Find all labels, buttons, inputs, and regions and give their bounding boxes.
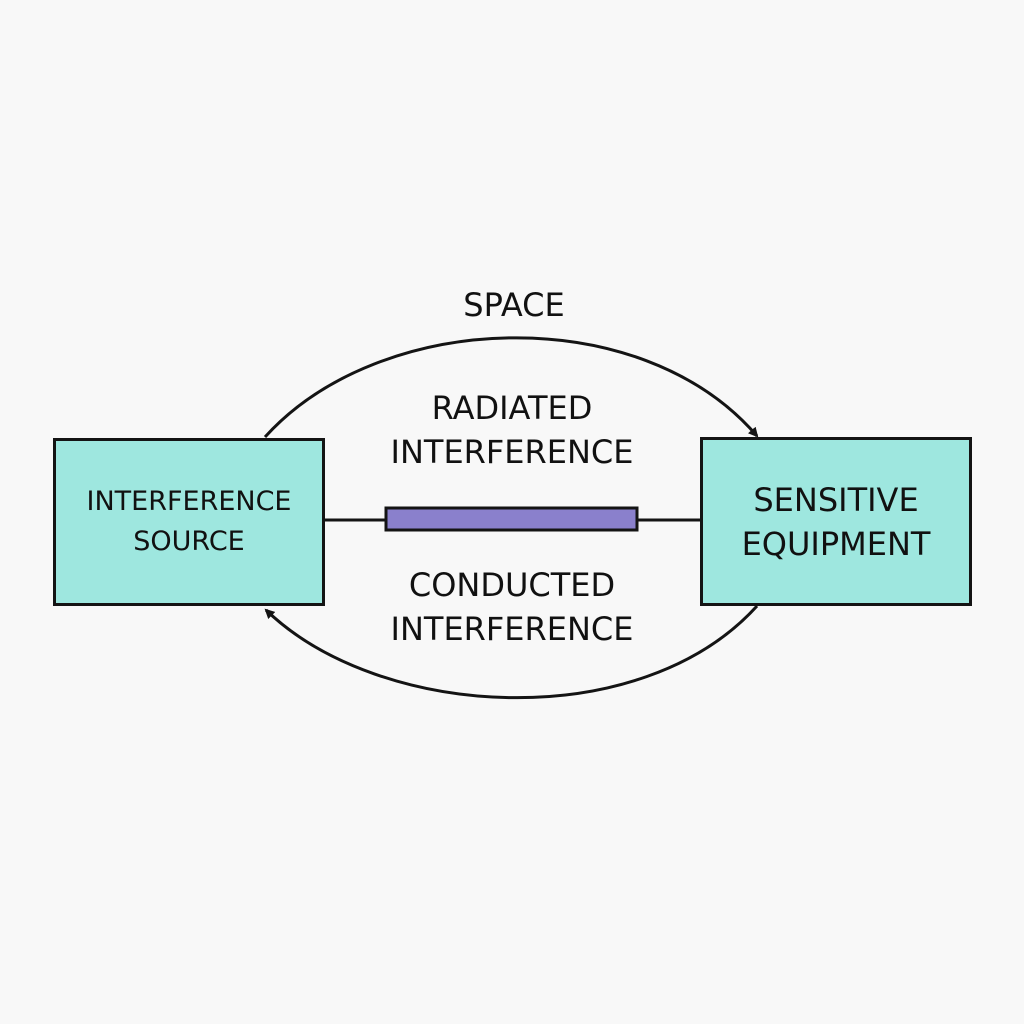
source-label-line2: SOURCE (133, 526, 245, 557)
radiated-interference-label: RADIATED INTERFERENCE (340, 386, 684, 474)
source-label-line1: INTERFERENCE (86, 486, 292, 517)
conducted-interference-label: CONDUCTED INTERFERENCE (340, 563, 684, 651)
space-label: SPACE (463, 286, 565, 324)
radiated-line1: RADIATED (431, 389, 593, 427)
equipment-label-line2: EQUIPMENT (741, 524, 931, 563)
radiated-arc-arrow (263, 336, 759, 439)
coupling-bar (384, 506, 639, 532)
sensitive-equipment-box: SENSITIVE EQUIPMENT (700, 437, 972, 606)
radiated-line2: INTERFERENCE (390, 433, 634, 471)
interference-source-box: INTERFERENCE SOURCE (53, 438, 325, 606)
conducted-arc-arrow (264, 604, 759, 700)
conducted-line2: INTERFERENCE (390, 610, 634, 648)
equipment-label-line1: SENSITIVE (753, 480, 919, 519)
conducted-line1: CONDUCTED (408, 566, 616, 604)
